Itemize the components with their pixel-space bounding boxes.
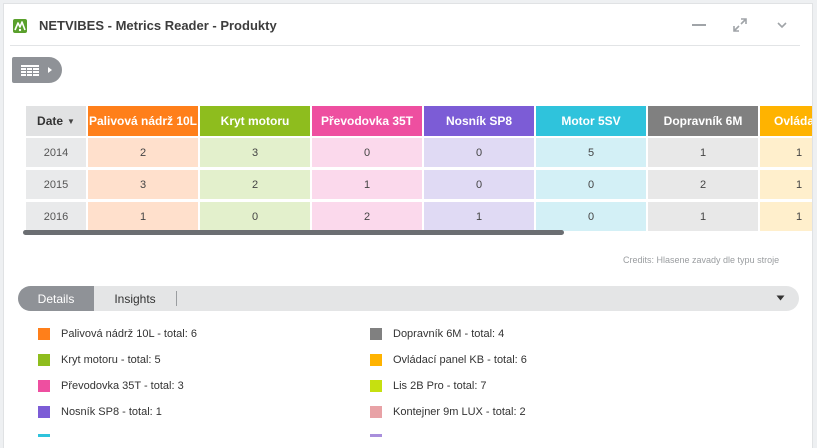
column-header[interactable]: Dopravník 6M — [648, 106, 758, 136]
netvibes-logo — [13, 19, 27, 33]
minimize-icon[interactable] — [690, 16, 708, 34]
legend-label: Lis 2B Pro - total: 7 — [393, 380, 487, 392]
table-cell: 2 — [200, 170, 310, 199]
table-cell: 0 — [424, 138, 534, 167]
table-cell: 1 — [648, 202, 758, 231]
column-header[interactable]: Nosník SP8 — [424, 106, 534, 136]
date-header-label: Date — [37, 114, 64, 128]
legend-item[interactable]: Palivová nádrž 10L - total: 6 — [38, 325, 197, 343]
legend-item[interactable]: Kontejner 9m LUX - total: 2 — [370, 403, 526, 421]
table-cell: 0 — [424, 170, 534, 199]
expand-icon[interactable] — [731, 16, 749, 34]
table-cell: 5 — [536, 138, 646, 167]
table-cell: 3 — [88, 170, 198, 199]
legend-swatch — [38, 354, 50, 366]
date-column-header[interactable]: Date▼ — [26, 106, 86, 136]
legend-swatch — [370, 406, 382, 418]
table-cell: 2 — [312, 202, 422, 231]
legend-swatch — [38, 380, 50, 392]
legend-label: Převodovka 35T - total: 3 — [61, 380, 184, 392]
legend-swatch-partial — [38, 434, 50, 437]
metrics-reader-widget: NETVIBES - Metrics Reader - Produkty Dat… — [3, 3, 813, 448]
legend-label: Palivová nádrž 10L - total: 6 — [61, 328, 197, 340]
table-cell: 1 — [312, 170, 422, 199]
table-cell: 2 — [648, 170, 758, 199]
table-cell: 1 — [760, 138, 812, 167]
table-cell: 0 — [312, 138, 422, 167]
row-date-cell: 2015 — [26, 170, 86, 199]
table-horizontal-scrollbar[interactable] — [23, 230, 564, 235]
caret-right-icon — [48, 67, 52, 73]
table-cell: 1 — [88, 202, 198, 231]
table-cell: 3 — [200, 138, 310, 167]
legend-label: Kryt motoru - total: 5 — [61, 354, 161, 366]
table-cell: 1 — [648, 138, 758, 167]
table-cell: 0 — [536, 202, 646, 231]
column-header[interactable]: Ovládací panel KB — [760, 106, 812, 136]
legend-swatch — [370, 380, 382, 392]
legend-item[interactable]: Nosník SP8 - total: 1 — [38, 403, 162, 421]
widget-title: NETVIBES - Metrics Reader - Produkty — [39, 18, 277, 33]
table-cell: 1 — [760, 170, 812, 199]
column-header[interactable]: Převodovka 35T — [312, 106, 422, 136]
table-cell: 0 — [200, 202, 310, 231]
column-header[interactable]: Palivová nádrž 10L — [88, 106, 198, 136]
legend-swatch — [370, 354, 382, 366]
header-divider — [10, 45, 800, 46]
view-selector-button[interactable] — [12, 57, 62, 83]
row-date-cell: 2016 — [26, 202, 86, 231]
legend-item[interactable]: Dopravník 6M - total: 4 — [370, 325, 504, 343]
row-date-cell: 2014 — [26, 138, 86, 167]
table-cell: 1 — [760, 202, 812, 231]
legend-swatch-partial — [370, 434, 382, 437]
column-header[interactable]: Motor 5SV — [536, 106, 646, 136]
table-view-icon — [21, 65, 39, 76]
details-tab-bar: Details Insights — [18, 286, 799, 311]
legend-label: Nosník SP8 - total: 1 — [61, 406, 162, 418]
tab-details[interactable]: Details — [18, 286, 94, 311]
table-cell: 2 — [88, 138, 198, 167]
legend-swatch — [38, 406, 50, 418]
caret-down-icon[interactable] — [776, 295, 785, 301]
chevron-down-icon[interactable] — [773, 16, 791, 34]
legend-item[interactable]: Lis 2B Pro - total: 7 — [370, 377, 487, 395]
legend-label: Dopravník 6M - total: 4 — [393, 328, 505, 340]
tab-separator — [176, 291, 177, 306]
credits-text: Credits: Hlasene zavady dle typu stroje — [623, 255, 780, 265]
legend-item[interactable]: Převodovka 35T - total: 3 — [38, 377, 184, 395]
widget-header: NETVIBES - Metrics Reader - Produkty — [4, 4, 812, 48]
table-cell: 0 — [536, 170, 646, 199]
legend-item[interactable]: Kryt motoru - total: 5 — [38, 351, 161, 369]
legend-label: Ovládací panel KB - total: 6 — [393, 354, 527, 366]
tab-insights[interactable]: Insights — [114, 291, 156, 306]
column-header[interactable]: Kryt motoru — [200, 106, 310, 136]
legend-item[interactable]: Ovládací panel KB - total: 6 — [370, 351, 527, 369]
legend-swatch — [38, 328, 50, 340]
legend-swatch — [370, 328, 382, 340]
legend-label: Kontejner 9m LUX - total: 2 — [393, 406, 526, 418]
sort-caret-icon: ▼ — [67, 116, 75, 126]
table-cell: 1 — [424, 202, 534, 231]
